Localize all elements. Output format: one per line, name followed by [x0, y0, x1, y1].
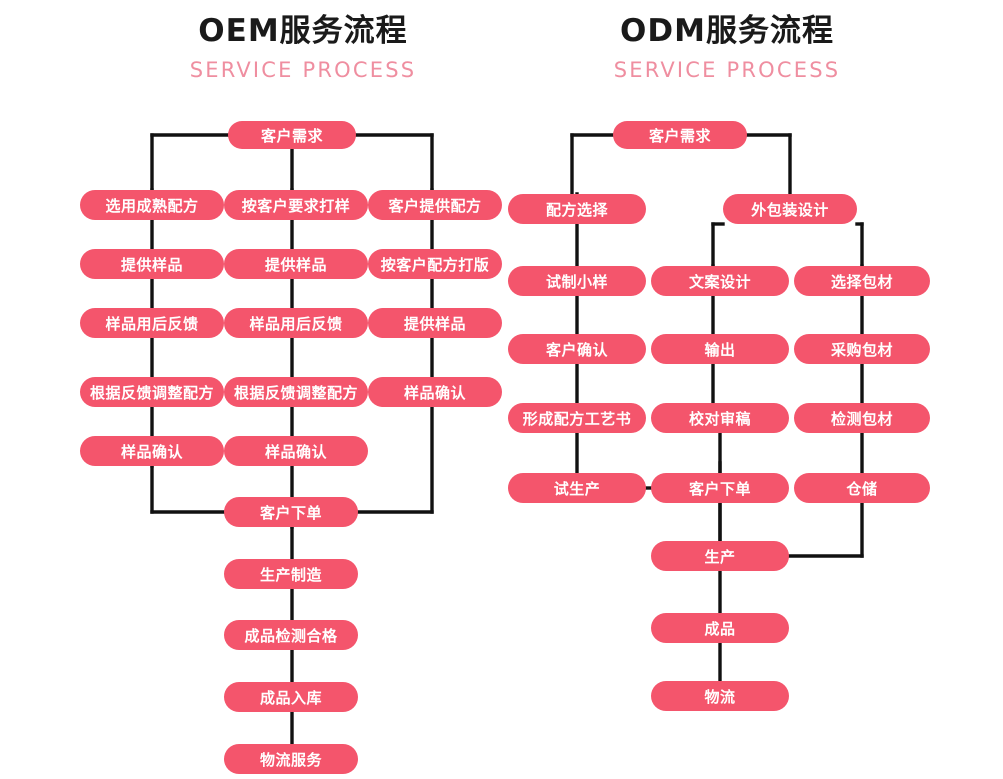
- flow-node-odm-n17[interactable]: 成品: [651, 613, 789, 643]
- flow-node-oem-n12[interactable]: 根据反馈调整配方: [224, 377, 368, 407]
- odm-title-cn: ODM服务流程: [620, 13, 834, 49]
- flow-node-odm-n3[interactable]: 外包装设计: [723, 194, 857, 224]
- flow-node-odm-n7[interactable]: 客户确认: [508, 334, 646, 364]
- flow-node-oem-n1[interactable]: 客户需求: [228, 121, 356, 149]
- odm-title-en: SERVICE PROCESS: [613, 58, 841, 82]
- flow-node-odm-n2[interactable]: 配方选择: [508, 194, 646, 224]
- flow-node-oem-n18[interactable]: 成品检测合格: [224, 620, 358, 650]
- flow-node-odm-n13[interactable]: 试生产: [508, 473, 646, 503]
- flow-node-oem-n11[interactable]: 根据反馈调整配方: [80, 377, 224, 407]
- flow-node-oem-n15[interactable]: 样品确认: [224, 436, 368, 466]
- flow-node-oem-n17[interactable]: 生产制造: [224, 559, 358, 589]
- flow-node-oem-n20[interactable]: 物流服务: [224, 744, 358, 774]
- flow-node-oem-n8[interactable]: 样品用后反馈: [80, 308, 224, 338]
- flow-node-odm-n12[interactable]: 检测包材: [794, 403, 930, 433]
- flow-node-odm-n15[interactable]: 仓储: [794, 473, 930, 503]
- flow-node-oem-n13[interactable]: 样品确认: [368, 377, 502, 407]
- flow-node-oem-n2[interactable]: 选用成熟配方: [80, 190, 224, 220]
- flow-node-oem-n16[interactable]: 客户下单: [224, 497, 358, 527]
- flow-node-oem-n19[interactable]: 成品入库: [224, 682, 358, 712]
- flow-node-oem-n7[interactable]: 按客户配方打版: [368, 249, 502, 279]
- flow-node-odm-n16[interactable]: 生产: [651, 541, 789, 571]
- flow-node-odm-n5[interactable]: 文案设计: [651, 266, 789, 296]
- flow-node-oem-n5[interactable]: 提供样品: [80, 249, 224, 279]
- flow-node-odm-n11[interactable]: 校对审稿: [651, 403, 789, 433]
- flow-node-odm-n9[interactable]: 采购包材: [794, 334, 930, 364]
- flow-node-odm-n14[interactable]: 客户下单: [651, 473, 789, 503]
- flow-node-oem-n14[interactable]: 样品确认: [80, 436, 224, 466]
- flow-node-oem-n6[interactable]: 提供样品: [224, 249, 368, 279]
- flow-node-odm-n6[interactable]: 选择包材: [794, 266, 930, 296]
- oem-title-en: SERVICE PROCESS: [189, 58, 417, 82]
- flow-node-oem-n9[interactable]: 样品用后反馈: [224, 308, 368, 338]
- oem-title-cn: OEM服务流程: [198, 13, 408, 49]
- flow-node-odm-n1[interactable]: 客户需求: [613, 121, 747, 149]
- flow-node-odm-n4[interactable]: 试制小样: [508, 266, 646, 296]
- flow-node-oem-n4[interactable]: 客户提供配方: [368, 190, 502, 220]
- flow-node-odm-n8[interactable]: 输出: [651, 334, 789, 364]
- flow-node-oem-n3[interactable]: 按客户要求打样: [224, 190, 368, 220]
- flow-node-oem-n10[interactable]: 提供样品: [368, 308, 502, 338]
- flow-node-odm-n10[interactable]: 形成配方工艺书: [508, 403, 646, 433]
- flow-node-odm-n18[interactable]: 物流: [651, 681, 789, 711]
